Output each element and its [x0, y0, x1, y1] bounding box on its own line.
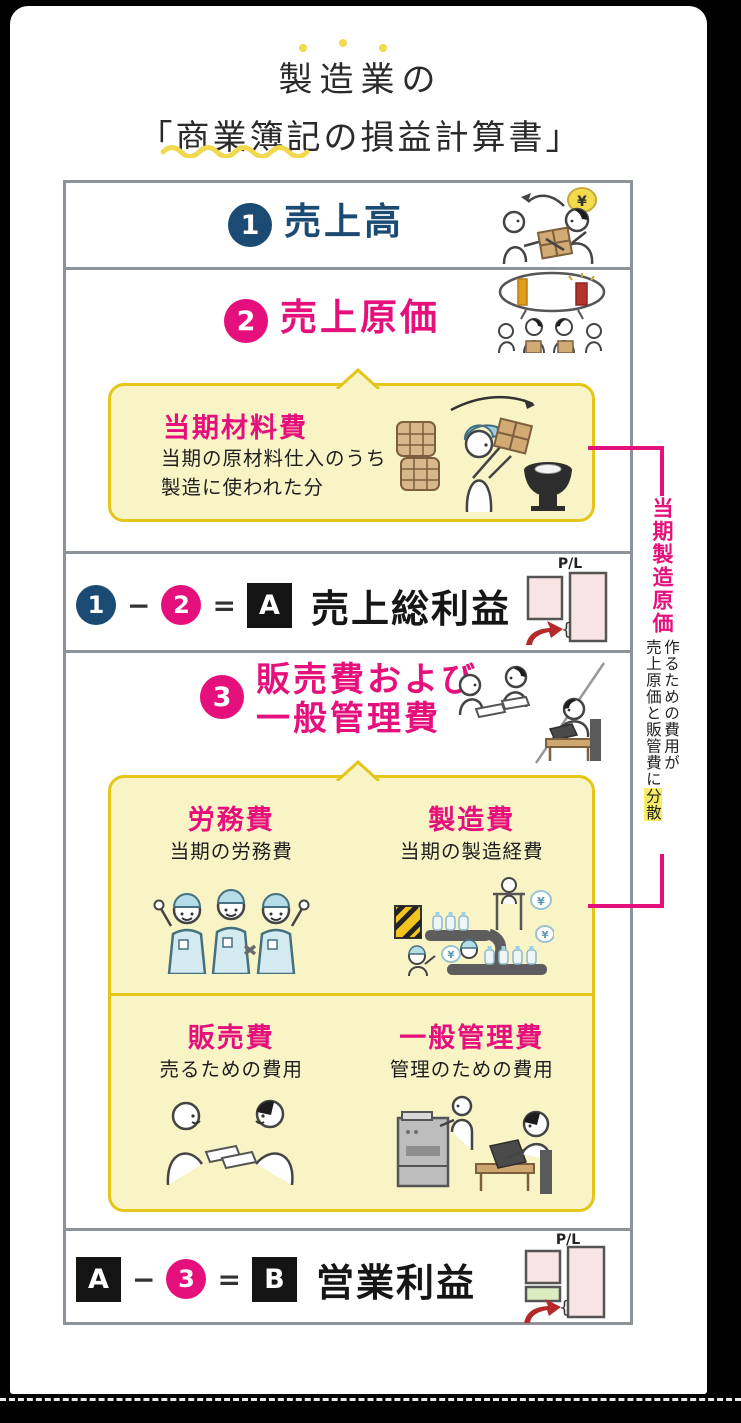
callout-bottom-half: 販売費 売るための費用 — [111, 996, 592, 1211]
material-cost-callout: 当期材料費 当期の原材料仕入のうち 製造に使われた分 — [108, 367, 595, 522]
highlighted-word: 分散 — [643, 787, 662, 821]
minus-sign: − — [132, 1262, 156, 1296]
section-divider — [66, 267, 630, 270]
equals-sign: = — [212, 588, 236, 622]
cogs-icon — [498, 271, 606, 353]
selling-desc: 売るための費用 — [159, 1058, 303, 1081]
step-1-badge: 1 — [228, 203, 272, 247]
callout-pointer-icon — [335, 367, 381, 389]
wavy-underline-icon — [160, 145, 310, 158]
equals-sign: = — [217, 1262, 241, 1296]
svg-text:¥: ¥ — [448, 950, 455, 961]
gross-profit-formula: 1 − 2 = A 売上総利益 — [76, 577, 511, 633]
term-3-badge: 3 — [166, 1259, 207, 1299]
sga-breakdown-callout: 労務費 当期の労務費 — [108, 759, 595, 1212]
title-block: 製造業の 「商業簿記の損益計算書」 — [0, 52, 721, 159]
result-b-badge: B — [251, 1256, 297, 1302]
term-1-badge: 1 — [76, 585, 116, 625]
gross-profit-label: 売上総利益 — [310, 586, 511, 631]
admin-title: 一般管理費 — [399, 1023, 545, 1054]
labor-cell: 労務費 当期の労務費 — [111, 778, 352, 993]
gross-profit-pl-icon: P/L { — [526, 556, 608, 645]
term-2-badge: 2 — [161, 585, 202, 625]
admin-cell: 一般管理費 管理のための費用 — [352, 996, 593, 1211]
selling-cell: 販売費 売るための費用 — [111, 996, 352, 1211]
callout-divider — [111, 993, 592, 996]
material-icon — [396, 395, 572, 512]
title-line1: 製造業の — [278, 60, 443, 100]
section-divider — [66, 650, 630, 653]
accent-dot-icon — [379, 44, 387, 52]
admin-desc: 管理のための費用 — [389, 1058, 554, 1081]
title-line2: 「商業簿記の損益計算書」 — [138, 118, 583, 158]
labor-desc: 当期の労務費 — [169, 840, 293, 863]
accent-dot-icon — [299, 44, 307, 52]
minus-sign: − — [127, 588, 151, 622]
sales-label: 売上高 — [284, 200, 404, 243]
bracket-vertical-bottom — [660, 854, 664, 908]
bracket-bottom-arm — [588, 904, 664, 908]
sga-icon — [458, 662, 606, 764]
section-divider — [66, 551, 630, 554]
manufacturing-cell: 製造費 当期の製造経費 — [352, 778, 593, 993]
manufacturing-desc: 当期の製造経費 — [399, 840, 544, 863]
manufacturing-cost-annotation-title: 当期製造原価 — [650, 497, 674, 635]
callout-pointer-icon — [335, 759, 381, 781]
labor-workers-icon — [153, 889, 310, 976]
selling-people-icon — [166, 1100, 294, 1186]
term-a-badge: A — [76, 1256, 121, 1302]
manufacturing-line-icon: ¥ ¥ ¥ — [394, 877, 556, 977]
svg-text:¥: ¥ — [542, 930, 549, 941]
operating-profit-formula: A − 3 = B 営業利益 — [76, 1251, 476, 1307]
step-3-badge: 3 — [200, 675, 244, 719]
step-2-badge: 2 — [224, 299, 268, 343]
labor-title: 労務費 — [187, 805, 275, 836]
selling-title: 販売費 — [187, 1023, 275, 1054]
bracket-top-arm — [588, 446, 664, 450]
svg-text:{: { — [559, 1298, 570, 1318]
svg-text:P/L: P/L — [556, 1232, 580, 1248]
operating-profit-pl-icon: P/L { — [524, 1232, 606, 1323]
sga-label: 販売費および 一般管理費 — [256, 660, 478, 740]
svg-text:{: { — [561, 620, 572, 640]
svg-text:¥: ¥ — [537, 895, 545, 908]
cogs-label: 売上原価 — [280, 296, 440, 339]
cut-line — [0, 1398, 741, 1401]
bracket-vertical-top — [660, 446, 664, 496]
pl-diagram-box: 1 売上高 ¥ 2 売上原価 — [63, 180, 633, 1325]
svg-text:¥: ¥ — [577, 194, 587, 210]
manufacturing-cost-annotation-desc: 作るための費用が売上原価と販管費に分散 — [643, 639, 680, 821]
section-divider — [66, 1228, 630, 1231]
svg-text:P/L: P/L — [558, 556, 582, 572]
admin-office-icon — [396, 1096, 552, 1195]
operating-profit-label: 営業利益 — [315, 1260, 476, 1305]
manufacturing-title: 製造費 — [428, 805, 516, 836]
material-desc: 当期の原材料仕入のうち 製造に使われた分 — [161, 447, 387, 500]
result-a-badge: A — [246, 582, 292, 628]
sales-icon: ¥ — [502, 187, 597, 264]
accent-dot-icon — [339, 39, 347, 47]
callout-top-half: 労務費 当期の労務費 — [111, 778, 592, 993]
material-title: 当期材料費 — [163, 413, 308, 444]
